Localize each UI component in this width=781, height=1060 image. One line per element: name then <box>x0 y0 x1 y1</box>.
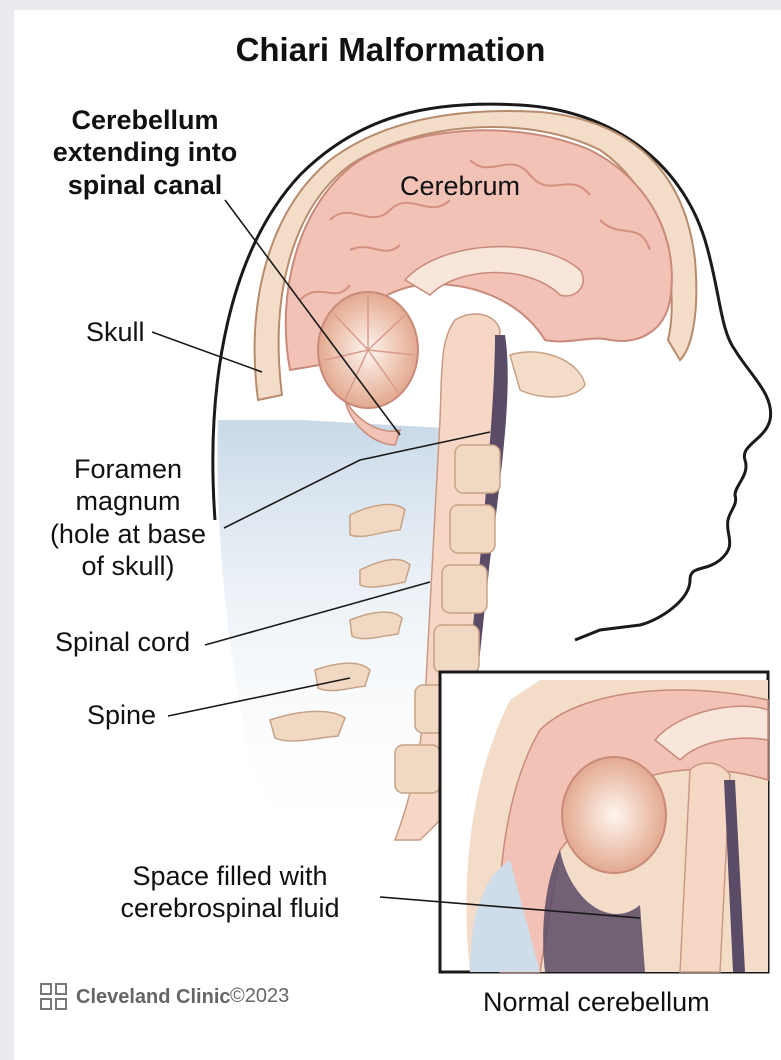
label-line: magnum <box>28 485 228 517</box>
inset-normal-cerebellum <box>440 672 768 972</box>
label-spine: Spine <box>87 699 156 731</box>
label-line: of skull) <box>28 550 228 582</box>
inset-caption: Normal cerebellum <box>483 986 710 1018</box>
label-line: spinal canal <box>30 169 260 201</box>
diagram-title: Chiari Malformation <box>0 30 781 70</box>
copyright: ©2023 <box>230 985 289 1008</box>
label-foramen-magnum: Foramen magnum (hole at base of skull) <box>28 453 228 583</box>
palate-bone <box>510 352 585 397</box>
label-line: (hole at base <box>28 518 228 550</box>
label-spinal-cord: Spinal cord <box>55 626 190 658</box>
label-line: Foramen <box>28 453 228 485</box>
label-cerebellum-extending: Cerebellum extending into spinal canal <box>30 104 260 201</box>
label-line: Space filled with <box>95 860 365 892</box>
label-skull: Skull <box>86 316 145 348</box>
label-line: Cerebellum <box>30 104 260 136</box>
brand-name: Cleveland Clinic <box>76 986 231 1009</box>
label-line: extending into <box>30 136 260 168</box>
cleveland-clinic-logo: Cleveland Clinic <box>40 983 231 1011</box>
label-cerebrum: Cerebrum <box>400 170 520 202</box>
label-line: cerebrospinal fluid <box>95 892 365 924</box>
logo-squares-icon <box>40 983 68 1011</box>
label-csf-space: Space filled with cerebrospinal fluid <box>95 860 365 925</box>
